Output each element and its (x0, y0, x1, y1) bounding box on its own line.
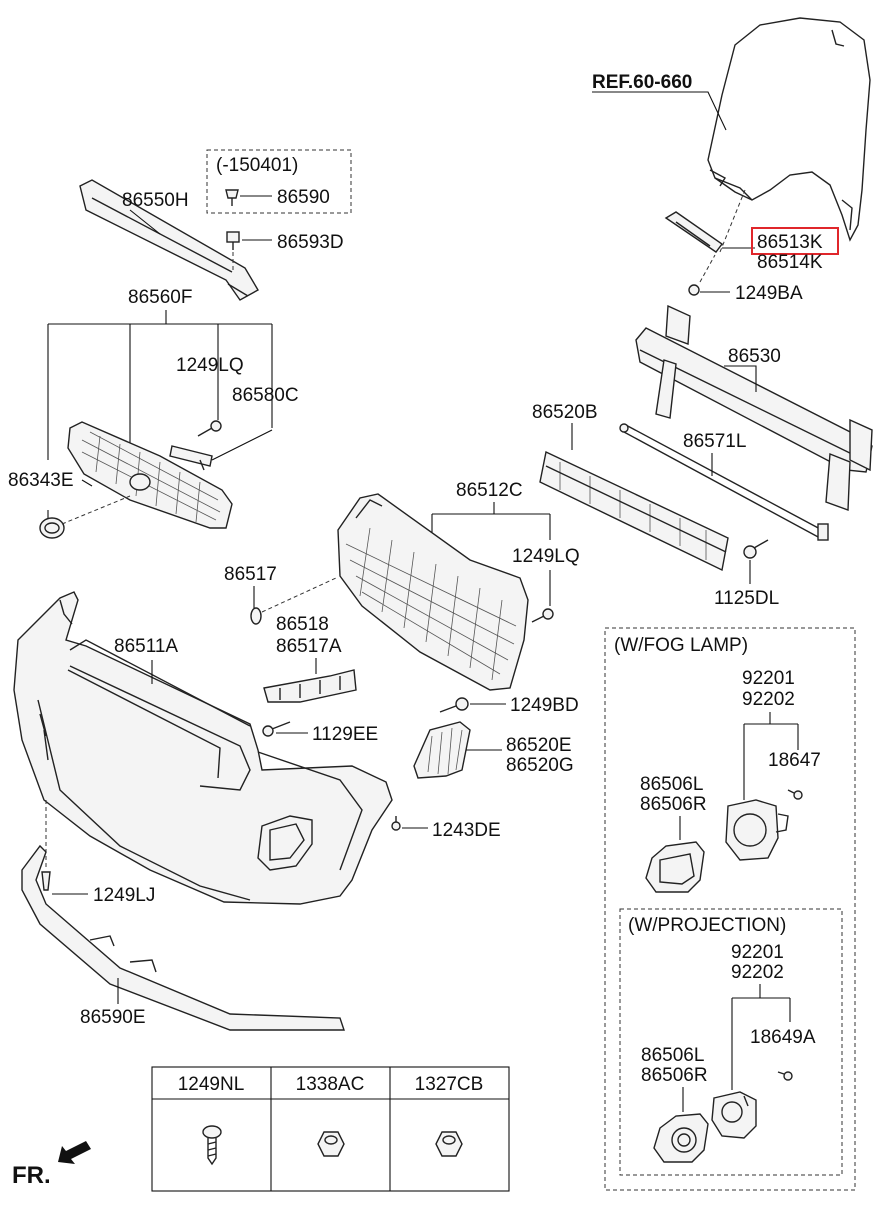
label-86530: 86530 (728, 346, 781, 367)
upper-bracket-drawing (79, 179, 259, 301)
proj-label-92201: 92201 (731, 942, 784, 963)
fog-label-86506R: 86506R (640, 794, 707, 815)
label-86511A: 86511A (114, 636, 178, 657)
fog-label-18647: 18647 (768, 750, 821, 771)
bolt-1125DL-drawing (743, 539, 769, 559)
label-86513K: 86513K (757, 232, 823, 253)
clip-86580C-leader (211, 429, 273, 461)
label-86343E: 86343E (8, 470, 74, 491)
support-rod-drawing (619, 423, 829, 541)
front-direction-arrow-icon (58, 1141, 91, 1164)
upper-bracket-leader (129, 209, 161, 235)
proj-label-18649A: 18649A (750, 1027, 816, 1048)
fog-bezel-86506-drawing (645, 841, 705, 893)
projection-title: (W/PROJECTION) (628, 915, 786, 936)
label-86520G: 86520G (506, 755, 574, 776)
label-86520E: 86520E (506, 735, 572, 756)
label-86512C: 86512C (456, 480, 523, 501)
emblem-label-leader (81, 479, 93, 487)
grille-assy-bracket-lines (47, 310, 273, 460)
screw-1249NL-drawing (202, 1125, 222, 1166)
emblem-86343E-drawing (39, 517, 65, 539)
fastener-table (151, 1066, 510, 1192)
label-1249BA: 1249BA (735, 283, 803, 304)
label-1129EE: 1129EE (312, 724, 378, 745)
label-86520B: 86520B (532, 402, 598, 423)
fog-lamp-92201-drawing (725, 799, 789, 861)
direction-label: FR. (12, 1162, 51, 1189)
upper-grille-drawing (67, 421, 233, 529)
emblem-dash (61, 495, 131, 525)
label-86550H: 86550H (122, 190, 189, 211)
screw-1249LQ-b-drawing (531, 608, 554, 623)
label-86517A: 86517A (276, 636, 342, 657)
ref-leader (592, 91, 727, 131)
clip-86580C-drawing (169, 445, 213, 471)
nut-1338AC-drawing (317, 1131, 345, 1157)
bolt-1249BA-dash (699, 254, 716, 283)
proj-label-92202: 92202 (731, 962, 784, 983)
lower-grille-bracket-lines (431, 502, 551, 560)
screw-1249LJ-drawing (41, 871, 51, 891)
ref-label: REF.60-660 (592, 72, 692, 93)
proj-lamp-92201-drawing (711, 1091, 757, 1139)
label-86593D: 86593D (277, 232, 344, 253)
bracket-dash-leader (719, 189, 746, 253)
screw-1249BD-drawing (439, 697, 469, 713)
proj-screw-18649A-drawing (777, 1071, 793, 1081)
label-period: (-150401) (216, 155, 298, 176)
clip-86517-drawing (250, 607, 262, 625)
label-86571L: 86571L (683, 431, 746, 452)
label-86590E: 86590E (80, 1007, 146, 1028)
label-86560F: 86560F (128, 287, 192, 308)
label-1125DL: 1125DL (714, 588, 779, 609)
period-box (206, 149, 352, 214)
clip-86593D-drawing (226, 231, 240, 250)
projection-box (619, 908, 843, 1176)
label-86580C: 86580C (232, 385, 299, 406)
table-header-1338AC: 1338AC (296, 1074, 365, 1095)
bumper-cover-drawing (13, 591, 393, 905)
lower-grille-drawing (337, 493, 529, 691)
fog-label-92202: 92202 (742, 689, 795, 710)
label-1249BD: 1249BD (510, 695, 579, 716)
label-1249LQ-b: 1249LQ (512, 546, 580, 567)
energy-absorber-drawing (539, 450, 729, 572)
projection-bracket-lines (731, 984, 791, 1090)
label-86517: 86517 (224, 564, 277, 585)
label-1243DE: 1243DE (432, 820, 501, 841)
screw-1249LQ-a-drawing (197, 420, 222, 437)
beam-leader (724, 365, 757, 392)
bolt-1249BA-drawing (688, 284, 700, 296)
table-header-1327CB: 1327CB (415, 1074, 484, 1095)
fog-lamp-bracket-lines (743, 712, 799, 800)
proj-label-86506L: 86506L (641, 1045, 704, 1066)
label-86590: 86590 (277, 187, 330, 208)
label-1249LJ: 1249LJ (93, 885, 155, 906)
screw-1243DE-drawing (391, 816, 401, 831)
label-1249LQ-a: 1249LQ (176, 355, 244, 376)
fender-ref-drawing (707, 17, 871, 242)
proj-bezel-86506-drawing (653, 1113, 709, 1163)
fog-label-86506L: 86506L (640, 774, 703, 795)
nut-1327CB-drawing (435, 1131, 463, 1157)
highlight-box (751, 227, 839, 255)
side-support-drawing (263, 669, 357, 703)
fog-screw-18647-drawing (787, 789, 803, 800)
fog-label-92201: 92201 (742, 668, 795, 689)
label-86514K: 86514K (757, 252, 823, 273)
side-bracket-drawing (664, 211, 723, 253)
clip-86590-drawing (225, 189, 239, 206)
table-header-1249NL: 1249NL (178, 1074, 245, 1095)
fog-lamp-title: (W/FOG LAMP) (614, 635, 748, 656)
label-86518: 86518 (276, 614, 329, 635)
fog-cover-86520E-drawing (413, 721, 471, 779)
reinforcement-beam-drawing (635, 304, 873, 511)
proj-label-86506R: 86506R (641, 1065, 708, 1086)
screw-1129EE-drawing (262, 721, 291, 737)
lower-lip-drawing (21, 844, 345, 1031)
